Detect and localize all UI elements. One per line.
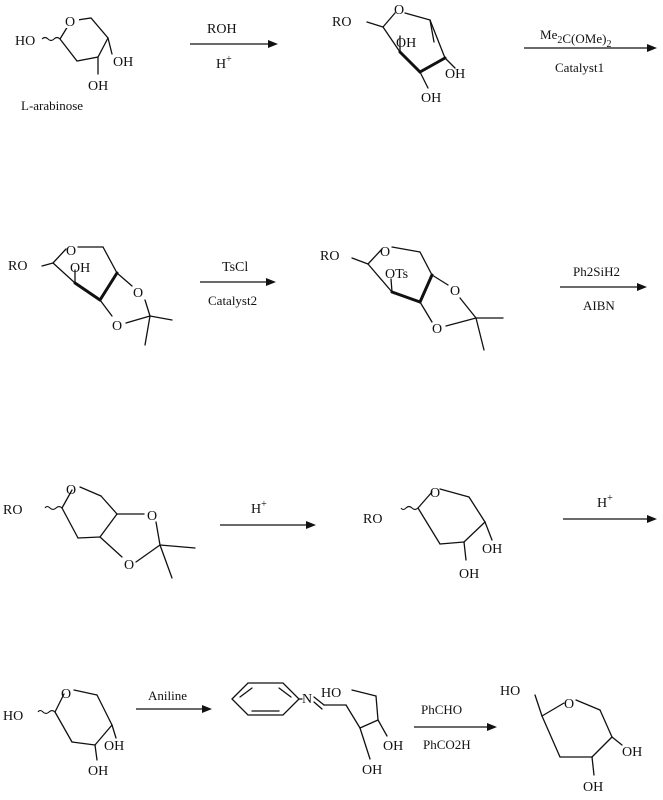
hydroxyl-label: HO (500, 684, 520, 699)
imine-nitrogen-label: N (302, 692, 312, 707)
reaction-arrow-7: Aniline (136, 688, 212, 713)
reaction-arrow-6: H+ (563, 493, 657, 523)
hydroxyl-label: OH (362, 763, 382, 778)
ring-oxygen-label: O (564, 697, 574, 712)
ring-oxygen-label: O (380, 245, 390, 260)
hydroxyl-label: OH (383, 739, 403, 754)
hydroxyl-label: OH (104, 739, 124, 754)
alkoxy-label: RO (332, 15, 351, 30)
ketal-oxygen-label: O (112, 319, 122, 334)
compound-product: O HO OH OH (500, 684, 642, 795)
reagent-label: PhCO2H (423, 737, 471, 752)
hydroxyl-label: OH (396, 36, 416, 51)
hydroxyl-label: OH (583, 780, 603, 795)
compound-l-arabinose: O HO OH OH L-arabinose (15, 14, 133, 113)
compound-acetonide: O RO OH O O (8, 244, 173, 346)
hydroxyl-label: OH (622, 745, 642, 760)
hydroxyl-label: OH (113, 55, 133, 70)
compound-name-label: L-arabinose (21, 98, 83, 113)
ring-oxygen-label: O (61, 687, 71, 702)
reagent-label: PhCHO (421, 702, 462, 717)
hydroxyl-label: OH (421, 91, 441, 106)
reaction-arrow-1: ROH H+ (190, 22, 278, 72)
compound-deoxy-acetonide: O RO O O (3, 483, 196, 579)
ring-oxygen-label: O (430, 486, 440, 501)
hydroxyl-label: HO (321, 686, 341, 701)
reagent-label: TsCl (222, 260, 248, 275)
hydroxyl-label: HO (3, 709, 23, 724)
reaction-arrow-4: Ph2SiH2 AIBN (560, 264, 647, 313)
alkoxy-label: RO (8, 259, 27, 274)
alkoxy-label: RO (363, 512, 382, 527)
ketal-oxygen-label: O (432, 322, 442, 337)
hydroxyl-label: OH (88, 764, 108, 779)
ring-oxygen-label: O (66, 244, 76, 259)
reaction-arrow-2: Me2C(OMe)2 Catalyst1 (524, 27, 657, 75)
compound-deoxy-glycoside: O RO OH OH (363, 486, 502, 582)
condition-label: H+ (251, 499, 267, 517)
ketal-oxygen-label: O (450, 284, 460, 299)
reagent-label: Aniline (148, 688, 187, 703)
reaction-arrow-5: H+ (220, 499, 316, 529)
reagent-label: Me2C(OMe)2 (540, 27, 611, 50)
hydroxyl-label: OH (482, 542, 502, 557)
compound-tosylate: O RO OTs O O (320, 245, 504, 351)
hydroxyl-label: OH (445, 67, 465, 82)
ring-oxygen-label: O (65, 15, 75, 30)
hydroxyl-label: HO (15, 34, 35, 49)
initiator-label: AIBN (583, 298, 615, 313)
reagent-label: ROH (207, 22, 237, 37)
compound-glycoside: O RO OH OH OH (332, 3, 465, 106)
ketal-oxygen-label: O (147, 509, 157, 524)
catalyst-label: Catalyst1 (555, 60, 604, 75)
compound-schiff-base: N HO OH OH (231, 682, 403, 778)
condition-label: H+ (597, 493, 613, 511)
alkoxy-label: RO (320, 249, 339, 264)
condition-label: H+ (216, 54, 232, 72)
reagent-label: Ph2SiH2 (573, 264, 620, 279)
tosylate-label: OTs (385, 267, 408, 282)
ring-oxygen-label: O (394, 3, 404, 18)
hydroxyl-label: OH (459, 567, 479, 582)
hydroxyl-label: OH (70, 261, 90, 276)
ring-oxygen-label: O (66, 483, 76, 498)
reaction-arrow-3: TsCl Catalyst2 (200, 260, 276, 308)
catalyst-label: Catalyst2 (208, 293, 257, 308)
hydroxyl-label: OH (88, 79, 108, 94)
reaction-arrow-8: PhCHO PhCO2H (414, 702, 497, 752)
ketal-oxygen-label: O (124, 558, 134, 573)
compound-deoxy-sugar: O HO OH OH (3, 687, 124, 779)
ketal-oxygen-label: O (133, 286, 143, 301)
alkoxy-label: RO (3, 503, 22, 518)
